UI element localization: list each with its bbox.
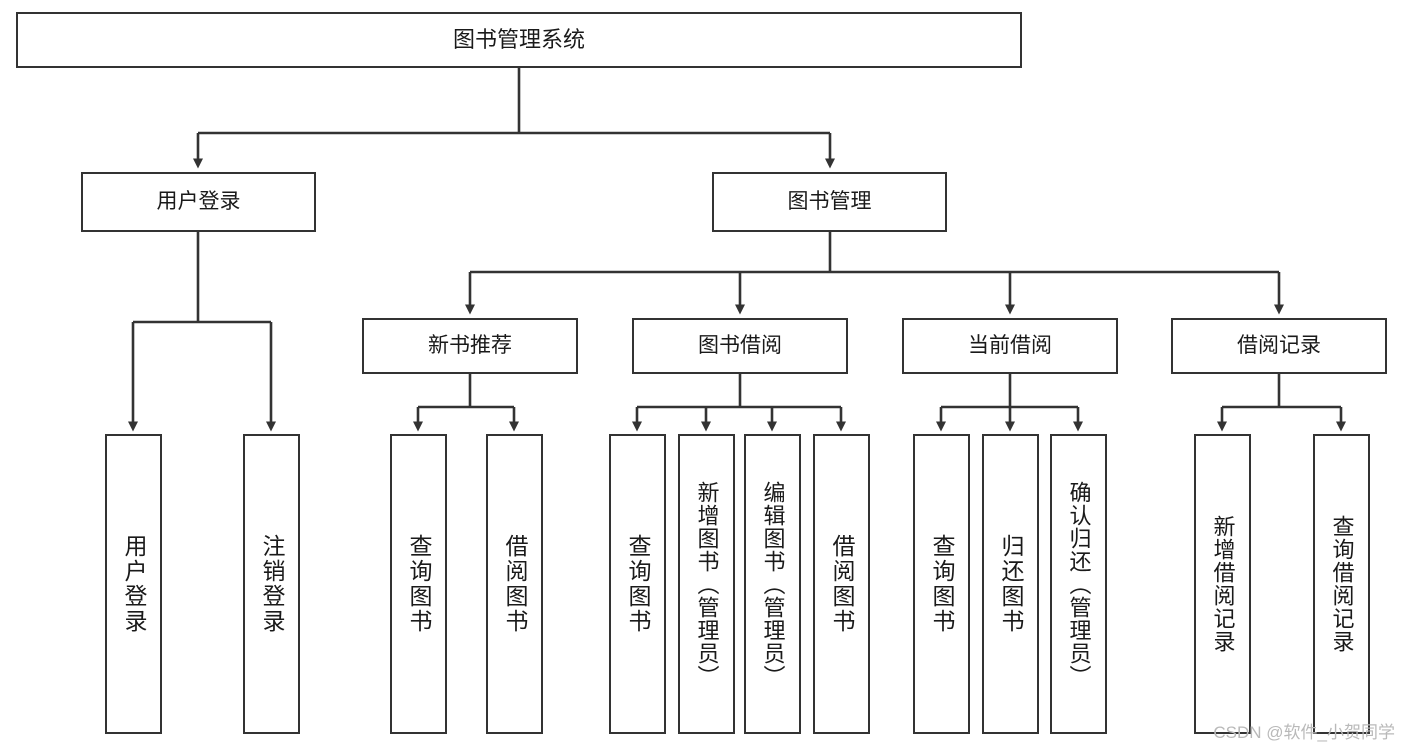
node-book-borrow[interactable]: 图书借阅 xyxy=(632,318,848,374)
node-label: 新增图书（管理员） xyxy=(694,480,720,688)
node-label: 借阅记录 xyxy=(1237,333,1321,357)
node-label: 归还图书 xyxy=(998,534,1024,634)
leaf-current-borrow-return[interactable]: 归还图书 xyxy=(982,434,1039,734)
leaf-user-login-logout[interactable]: 注销登录 xyxy=(243,434,300,734)
node-label: 新增借阅记录 xyxy=(1210,515,1236,653)
node-label: 确认归还（管理员） xyxy=(1066,480,1092,688)
node-label: 编辑图书（管理员） xyxy=(760,480,786,688)
node-label: 新书推荐 xyxy=(428,333,512,357)
node-label: 查询图书 xyxy=(929,534,955,634)
leaf-user-login-login[interactable]: 用户登录 xyxy=(105,434,162,734)
node-label: 图书管理 xyxy=(787,189,872,213)
leaf-new-book-borrow[interactable]: 借阅图书 xyxy=(486,434,543,734)
leaf-borrow-record-add[interactable]: 新增借阅记录 xyxy=(1194,434,1251,734)
node-label: 查询图书 xyxy=(625,534,651,634)
leaf-new-book-query[interactable]: 查询图书 xyxy=(390,434,447,734)
leaf-book-borrow-edit[interactable]: 编辑图书（管理员） xyxy=(744,434,801,734)
node-label: 借阅图书 xyxy=(829,534,855,634)
node-label: 图书管理系统 xyxy=(452,27,585,53)
node-user-login[interactable]: 用户登录 xyxy=(81,172,316,232)
node-label: 用户登录 xyxy=(121,534,147,634)
node-borrow-record[interactable]: 借阅记录 xyxy=(1171,318,1387,374)
node-label: 借阅图书 xyxy=(502,534,528,634)
node-current-borrow[interactable]: 当前借阅 xyxy=(902,318,1118,374)
leaf-book-borrow-add[interactable]: 新增图书（管理员） xyxy=(678,434,735,734)
node-label: 查询借阅记录 xyxy=(1329,515,1355,653)
node-label: 当前借阅 xyxy=(968,333,1052,357)
node-root-system[interactable]: 图书管理系统 xyxy=(16,12,1022,68)
leaf-book-borrow-borrow[interactable]: 借阅图书 xyxy=(813,434,870,734)
leaf-current-borrow-confirm-return[interactable]: 确认归还（管理员） xyxy=(1050,434,1107,734)
node-book-management[interactable]: 图书管理 xyxy=(712,172,947,232)
node-label: 图书借阅 xyxy=(698,333,782,357)
node-new-book-recommend[interactable]: 新书推荐 xyxy=(362,318,578,374)
leaf-borrow-record-query[interactable]: 查询借阅记录 xyxy=(1313,434,1370,734)
leaf-current-borrow-query[interactable]: 查询图书 xyxy=(913,434,970,734)
node-label: 注销登录 xyxy=(259,534,285,634)
watermark-text: CSDN @软件_小贺同学 xyxy=(1213,723,1395,742)
node-label: 查询图书 xyxy=(406,534,432,634)
node-label: 用户登录 xyxy=(156,189,241,213)
leaf-book-borrow-query[interactable]: 查询图书 xyxy=(609,434,666,734)
